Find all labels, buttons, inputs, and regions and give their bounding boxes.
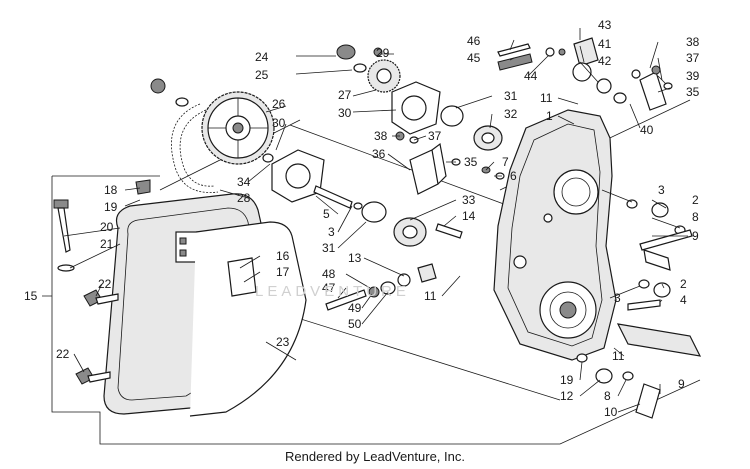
callout-10: 10 bbox=[604, 405, 618, 419]
drive-chain bbox=[171, 103, 219, 193]
rendered-by-footer: Rendered by LeadVenture, Inc. bbox=[285, 449, 465, 464]
callout-37: 37 bbox=[428, 129, 442, 143]
callout-2-upper: 2 bbox=[692, 193, 699, 207]
callout-8-lower: 8 bbox=[604, 389, 611, 403]
callout-38-right: 38 bbox=[686, 35, 700, 49]
callout-11-top: 11 bbox=[540, 91, 553, 105]
callout-48: 48 bbox=[322, 267, 336, 281]
cover-gasket bbox=[189, 221, 307, 417]
callout-32: 32 bbox=[504, 107, 518, 121]
callout-31-lower: 31 bbox=[322, 241, 336, 255]
small-sprocket bbox=[367, 59, 401, 93]
decal-plate bbox=[227, 257, 257, 297]
bolt-cluster bbox=[325, 263, 437, 311]
watermark: LEADVENTURE bbox=[255, 283, 410, 300]
callout-7: 7 bbox=[502, 155, 509, 169]
bolt-washer bbox=[353, 202, 363, 210]
right-hardware-lower bbox=[576, 279, 702, 419]
callout-25: 25 bbox=[255, 68, 269, 82]
callout-35-right: 35 bbox=[686, 85, 700, 99]
callout-22-upper: 22 bbox=[98, 277, 112, 291]
callout-28: 28 bbox=[237, 191, 251, 205]
callout-33: 33 bbox=[462, 193, 476, 207]
dipstick bbox=[53, 199, 75, 272]
cover-screw-lower bbox=[75, 367, 111, 385]
callout-30-left: 30 bbox=[272, 116, 286, 130]
callout-16: 16 bbox=[276, 249, 290, 263]
callout-44: 44 bbox=[524, 69, 538, 83]
callout-15: 15 bbox=[24, 289, 38, 303]
top-washers bbox=[150, 44, 383, 163]
callout-40: 40 bbox=[640, 123, 654, 137]
chain-tensioner-bracket bbox=[409, 142, 447, 195]
gear-case bbox=[493, 109, 617, 361]
shift-lever bbox=[631, 65, 673, 111]
o-ring-lower bbox=[361, 201, 387, 223]
callout-9-upper: 9 bbox=[692, 229, 699, 243]
callout-4: 4 bbox=[680, 293, 687, 307]
callout-14: 14 bbox=[462, 209, 476, 223]
callout-31-upper: 31 bbox=[504, 89, 518, 103]
callout-43: 43 bbox=[598, 18, 612, 32]
callout-22-lower: 22 bbox=[56, 347, 70, 361]
callout-46: 46 bbox=[467, 34, 481, 48]
callout-23: 23 bbox=[276, 335, 290, 349]
callout-42: 42 bbox=[598, 54, 612, 68]
top-right-hardware bbox=[497, 37, 627, 104]
callout-5: 5 bbox=[323, 207, 330, 221]
callout-30: 30 bbox=[338, 106, 352, 120]
callout-20: 20 bbox=[100, 220, 114, 234]
callout-3-left: 3 bbox=[328, 225, 335, 239]
leader-lines bbox=[63, 28, 688, 413]
callout-37-right: 37 bbox=[686, 51, 700, 65]
drain-plug bbox=[135, 179, 151, 195]
bearing-retainer-plate bbox=[391, 81, 441, 135]
callout-27: 27 bbox=[338, 88, 352, 102]
o-ring-upper bbox=[440, 105, 464, 127]
callout-29: 29 bbox=[376, 46, 390, 60]
callout-3-right-upper: 3 bbox=[658, 183, 665, 197]
large-sprocket bbox=[201, 91, 275, 165]
callout-36: 36 bbox=[372, 147, 386, 161]
cover-screw-upper bbox=[83, 289, 119, 307]
callout-11-middle: 11 bbox=[424, 289, 437, 303]
callout-13: 13 bbox=[348, 251, 362, 265]
bolt-14 bbox=[435, 223, 463, 239]
bearing-lower bbox=[393, 217, 427, 247]
callout-35: 35 bbox=[464, 155, 478, 169]
callout-50: 50 bbox=[348, 317, 362, 331]
bearing-retainer-plate-left bbox=[271, 149, 325, 203]
callout-1: 1 bbox=[546, 109, 553, 123]
shaft-bolt bbox=[313, 185, 353, 209]
callout-49: 49 bbox=[348, 301, 362, 315]
callout-9-lower: 9 bbox=[678, 377, 685, 391]
group-bracket-15 bbox=[42, 175, 72, 413]
bearing-upper bbox=[473, 125, 503, 151]
callout-45: 45 bbox=[467, 51, 481, 65]
callout-17: 17 bbox=[276, 265, 290, 279]
callout-39: 39 bbox=[686, 69, 700, 83]
callout-3-right-lower: 3 bbox=[614, 291, 621, 305]
callout-6: 6 bbox=[510, 169, 517, 183]
callout-12: 12 bbox=[560, 389, 574, 403]
callout-24: 24 bbox=[255, 50, 269, 64]
callout-2-lower: 2 bbox=[680, 277, 687, 291]
callout-19: 19 bbox=[104, 200, 118, 214]
callout-47: 47 bbox=[322, 281, 336, 295]
callout-38: 38 bbox=[374, 129, 388, 143]
callout-18: 18 bbox=[104, 183, 118, 197]
callout-21: 21 bbox=[100, 237, 114, 251]
callout-8-upper: 8 bbox=[692, 210, 699, 224]
callout-11-lower: 11 bbox=[612, 349, 625, 363]
callout-34: 34 bbox=[237, 175, 251, 189]
callout-41: 41 bbox=[598, 37, 612, 51]
right-hardware-upper bbox=[626, 199, 693, 271]
callout-19-lower: 19 bbox=[560, 373, 574, 387]
callout-26: 26 bbox=[272, 97, 286, 111]
